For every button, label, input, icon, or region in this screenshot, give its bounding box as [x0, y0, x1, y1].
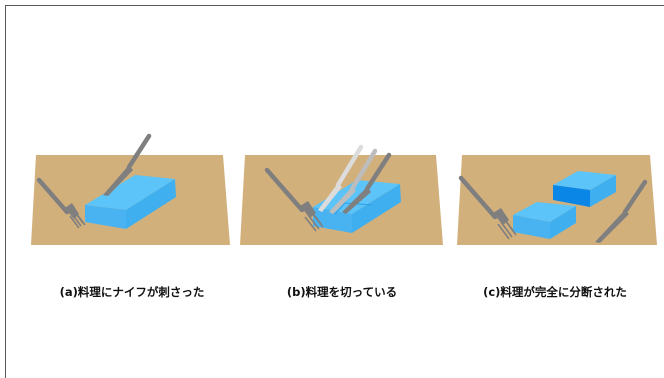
caption-panel-c: (c)料理が完全に分断された	[483, 285, 627, 299]
panel-c	[457, 155, 657, 245]
panel-a	[31, 133, 230, 245]
figure-border	[5, 5, 664, 378]
panel-b	[240, 144, 443, 245]
knife-motion-trail	[318, 144, 378, 214]
fork-b	[264, 167, 324, 232]
fork-a	[36, 177, 86, 229]
caption-panel-a: (a)料理にナイフが刺さった	[59, 285, 205, 299]
knife-c	[595, 179, 648, 243]
knife-b	[342, 152, 392, 214]
caption-panel-b: (b)料理を切っている	[286, 285, 398, 299]
food-piece-front	[513, 202, 576, 239]
food-block-a	[85, 175, 176, 229]
knife-a	[103, 133, 152, 196]
food-piece-back	[553, 171, 616, 207]
fork-c	[458, 175, 517, 240]
